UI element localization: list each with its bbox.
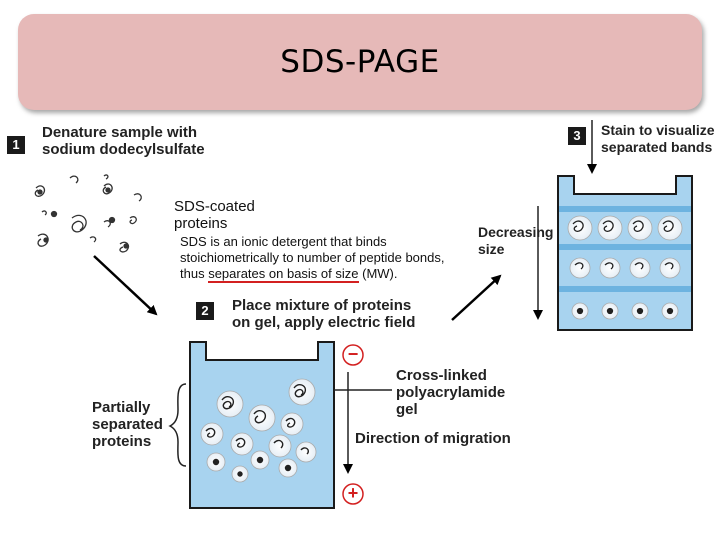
step1-label: Denature sample with sodium dodecylsulfa… [42,124,205,158]
gel-label-line3: gel [396,401,418,418]
note-line2: stoichiometrically to number of peptide … [180,250,445,265]
decreasing-line2: size [478,241,505,257]
stained-gel [557,175,693,331]
step1-line2: sodium dodecylsulfate [42,141,205,158]
gel-label: Cross-linked polyacrylamide gel [396,367,505,418]
band-proteins [567,215,683,320]
note-line1: SDS is an ionic detergent that binds [180,234,387,249]
step1-number: 1 [7,136,25,154]
sds-label-line1: SDS-coated [174,198,255,215]
step2-label: Place mixture of proteins on gel, apply … [232,297,415,331]
step2-line1: Place mixture of proteins [232,297,412,314]
decreasing-size-label: Decreasing size [478,224,553,258]
partial-line1: Partially [92,399,151,416]
partial-brace [168,383,187,467]
note-line3-suffix: (MW). [358,266,398,281]
migration-label: Direction of migration [355,430,511,447]
step2-to-step3-arrow [451,274,502,321]
step3-label: Stain to visualize separated bands [601,122,715,156]
note-line3-underlined: separates on basis of size [208,266,359,283]
positive-electrode-icon [342,483,364,505]
gel-label-line2: polyacrylamide [396,384,506,401]
gel-label-line1: Cross-linked [396,367,487,384]
step1-to-step2-arrow [93,255,158,316]
negative-sign: − [347,344,359,364]
step3-line1: Stain to visualize [601,122,715,138]
sds-coated-proteins [34,174,142,253]
step2-number: 2 [196,302,214,320]
note-line3: thus separates on basis of size (MW). [180,266,444,283]
partial-line3: proteins [92,433,152,450]
step3-line2: separated bands [601,139,713,155]
negative-electrode-icon [342,344,364,366]
partial-label: Partially separated proteins [92,399,163,450]
note-line3-prefix: thus [180,266,209,281]
positive-sign: + [347,483,359,503]
step2-line2: on gel, apply electric field [232,314,416,331]
sds-note: SDS is an ionic detergent that binds sto… [180,234,445,283]
decreasing-line1: Decreasing [478,224,554,240]
sds-label-line2: proteins [174,215,228,232]
page-title: SDS-PAGE [280,44,440,80]
step3-number: 3 [568,127,586,145]
gel-proteins [200,378,317,483]
step1-line1: Denature sample with [42,124,198,141]
partial-line2: separated [92,416,163,433]
sds-coated-label: SDS-coated proteins [174,198,255,232]
title-bar: SDS-PAGE [18,14,702,110]
